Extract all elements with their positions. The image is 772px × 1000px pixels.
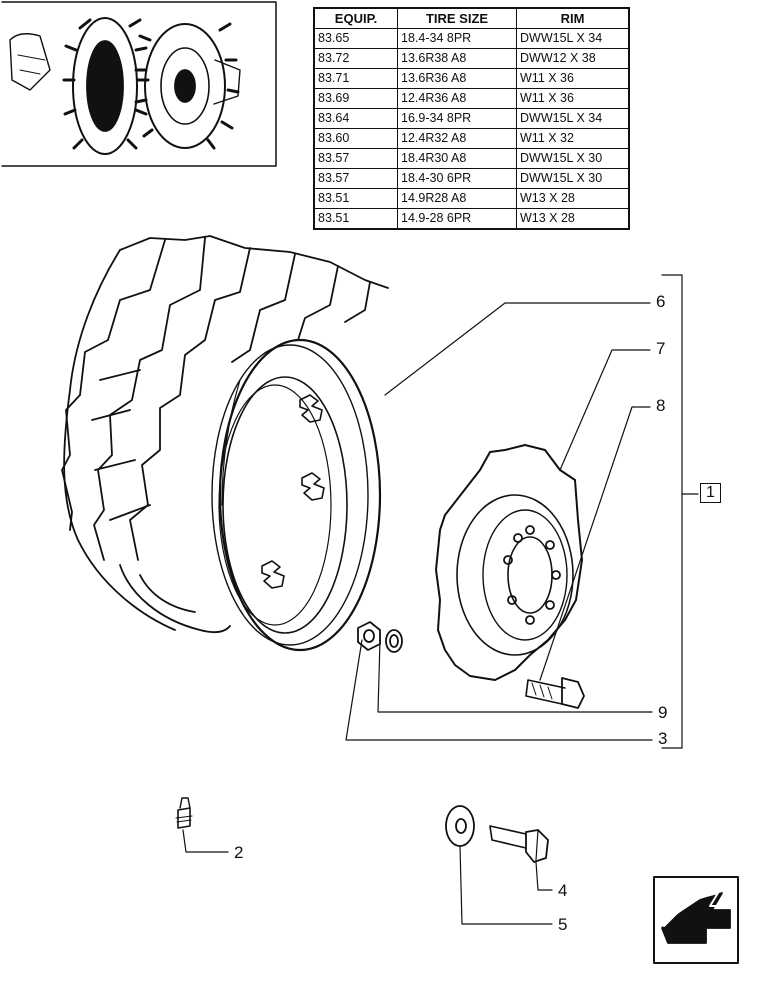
rim-cell: DWW15L X 30 — [516, 148, 630, 169]
tire-size-cell: 13.6R38 A8 — [397, 48, 517, 69]
leader-lines — [182, 274, 699, 925]
callout-1: 1 — [700, 483, 721, 503]
tire-size-cell: 14.9-28 6PR — [397, 208, 517, 230]
equip-cell: 83.51 — [313, 188, 398, 209]
callout-9: 9 — [658, 703, 668, 722]
equip-cell: 83.72 — [313, 48, 398, 69]
rim-cell: DWW15L X 34 — [516, 108, 630, 129]
rim-cell: W13 X 28 — [516, 188, 630, 209]
rim-cell: W11 X 36 — [516, 88, 630, 109]
callout-4: 4 — [558, 881, 568, 900]
tire-size-cell: 16.9-34 8PR — [397, 108, 517, 129]
header-tire-size: TIRE SIZE — [397, 7, 517, 29]
rim-cell: DWW15L X 30 — [516, 168, 630, 189]
next-page-arrow-icon[interactable] — [653, 876, 739, 964]
washer-and-bolt — [445, 805, 549, 863]
equip-cell: 83.60 — [313, 128, 398, 149]
equip-cell: 83.69 — [313, 88, 398, 109]
rim-cell: DWW12 X 38 — [516, 48, 630, 69]
tire-size-cell: 14.9R28 A8 — [397, 188, 517, 209]
tire-size-cell: 12.4R32 A8 — [397, 128, 517, 149]
callout-6: 6 — [656, 292, 666, 311]
tire-size-cell: 13.6R36 A8 — [397, 68, 517, 89]
equip-cell: 83.65 — [313, 28, 398, 49]
header-rim: RIM — [516, 7, 630, 29]
table-header-row: EQUIP. TIRE SIZE RIM — [313, 7, 630, 29]
rim-cell: W11 X 36 — [516, 68, 630, 89]
tire-size-cell: 18.4-34 8PR — [397, 28, 517, 49]
tire-size-cell: 12.4R36 A8 — [397, 88, 517, 109]
callout-7: 7 — [656, 339, 666, 358]
tire-size-cell: 18.4-30 6PR — [397, 168, 517, 189]
header-equip: EQUIP. — [313, 7, 398, 29]
tractor-thumbnail — [1, 1, 277, 167]
equip-cell: 83.51 — [313, 208, 398, 230]
callout-5: 5 — [558, 915, 568, 934]
tire-size-cell: 18.4R30 A8 — [397, 148, 517, 169]
bolt — [525, 677, 585, 709]
tire — [61, 235, 389, 633]
equip-cell: 83.71 — [313, 68, 398, 89]
callout-8: 8 — [656, 396, 666, 415]
tire-valve — [175, 797, 193, 829]
equip-cell: 83.57 — [313, 148, 398, 169]
rim-cell: W11 X 32 — [516, 128, 630, 149]
wheel-disc — [435, 444, 583, 681]
equip-cell: 83.64 — [313, 108, 398, 129]
callout-3: 3 — [658, 729, 668, 748]
rim — [211, 338, 382, 652]
equip-cell: 83.57 — [313, 168, 398, 189]
rim-cell: DWW15L X 34 — [516, 28, 630, 49]
rim-cell: W13 X 28 — [516, 208, 630, 230]
callout-2: 2 — [234, 843, 244, 862]
